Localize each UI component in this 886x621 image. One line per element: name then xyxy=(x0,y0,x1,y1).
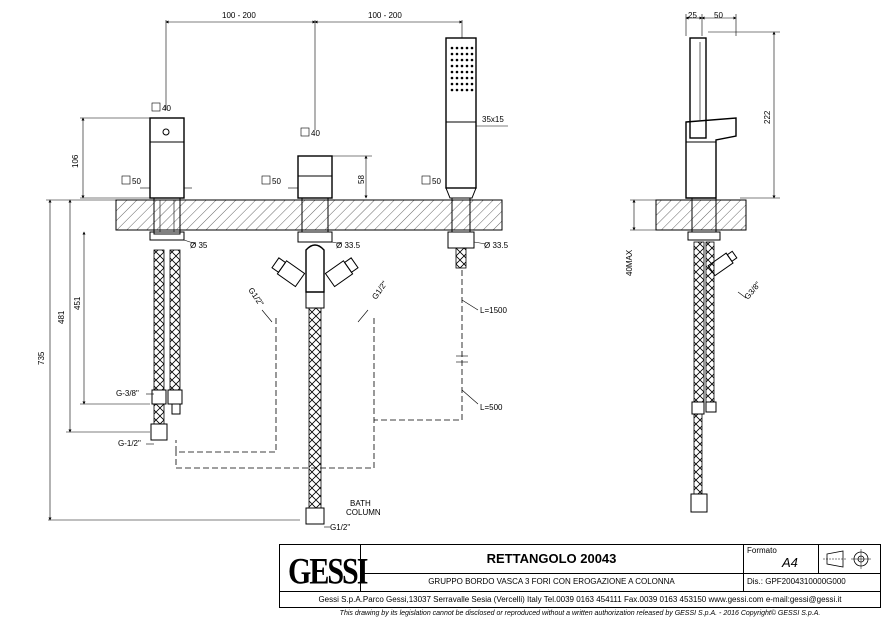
spray-holes xyxy=(450,46,474,92)
dim-hose-long: L=1500 xyxy=(480,306,507,315)
dim-side-50: 50 xyxy=(714,11,723,20)
hose-routing xyxy=(175,270,463,469)
company-address: Gessi S.p.A.Parco Gessi,13037 Serravalle… xyxy=(280,591,880,608)
mixer-handle: 40 106 50 Ø 35 G-3/8" G-1/2" xyxy=(71,102,208,448)
dim-top-left: 100 - 200 xyxy=(222,11,256,20)
dim-top-right: 100 - 200 xyxy=(368,11,402,20)
dim-diverter-square: 40 xyxy=(311,129,320,138)
dim-thread-12: G-1/2" xyxy=(118,439,141,448)
overall-dimensions: 735 481 451 xyxy=(37,199,300,521)
dim-mixer-shank: Ø 35 xyxy=(190,241,208,250)
diverter: 40 58 50 Ø 33.5 G1/2" G1/2" BATH COLUMN … xyxy=(246,127,389,532)
projection-symbol-icon xyxy=(823,549,871,569)
dim-hose-short: L=500 xyxy=(480,403,503,412)
dim-diverter-left-thread: G1/2" xyxy=(246,286,265,308)
drawing-title: RETTANGOLO 20043 xyxy=(360,545,743,574)
format-box: Formato A4 xyxy=(743,545,819,574)
dim-451: 451 xyxy=(73,296,82,310)
dim-735: 735 xyxy=(37,351,46,365)
dim-diverter-height: 58 xyxy=(357,175,366,184)
dim-shower-section: 35x15 xyxy=(482,115,504,124)
dim-side-25: 25 xyxy=(688,11,697,20)
top-dimensions: 100 - 200 100 - 200 xyxy=(165,11,463,130)
side-view: 25 50 222 40MAX G3/8" xyxy=(625,11,780,513)
logo-box: GESSI xyxy=(280,545,368,592)
format-value: A4 xyxy=(782,555,798,570)
dim-mixer-base: 50 xyxy=(132,177,141,186)
bath-column-line1: BATH xyxy=(350,499,371,508)
dim-side-40max: 40MAX xyxy=(625,249,634,276)
dim-side-222: 222 xyxy=(763,110,772,124)
title-block: GESSI RETTANGOLO 20043 GRUPPO BORDO VASC… xyxy=(279,544,881,608)
handshower: 35x15 50 Ø 33.5 L=1500 L=500 xyxy=(421,37,509,412)
bath-column-line2: COLUMN xyxy=(346,508,381,517)
drawing-subtitle: GRUPPO BORDO VASCA 3 FORI CON EROGAZIONE… xyxy=(428,577,675,586)
dim-thread-38: G-3/8" xyxy=(116,389,139,398)
dim-diverter-right-thread: G1/2" xyxy=(370,279,389,301)
dim-mixer-height: 106 xyxy=(71,154,80,168)
dim-shower-base: 50 xyxy=(432,177,441,186)
dim-side-thread: G3/8" xyxy=(743,280,763,301)
dim-diverter-shank: Ø 33.5 xyxy=(336,241,361,250)
dim-481: 481 xyxy=(57,310,66,324)
dim-diverter-base: 50 xyxy=(272,177,281,186)
dim-shower-shank: Ø 33.5 xyxy=(484,241,509,250)
format-label: Formato xyxy=(747,546,777,555)
drawing-number: Dis.: GPF2004310000G000 xyxy=(743,573,880,591)
dim-mixer-square: 40 xyxy=(162,104,171,113)
dim-bottom-thread: G1/2" xyxy=(330,523,350,532)
copyright-notice: This drawing by its legislation cannot b… xyxy=(339,610,821,617)
projection-symbol xyxy=(818,545,881,574)
gessi-logo: GESSI xyxy=(288,551,368,593)
